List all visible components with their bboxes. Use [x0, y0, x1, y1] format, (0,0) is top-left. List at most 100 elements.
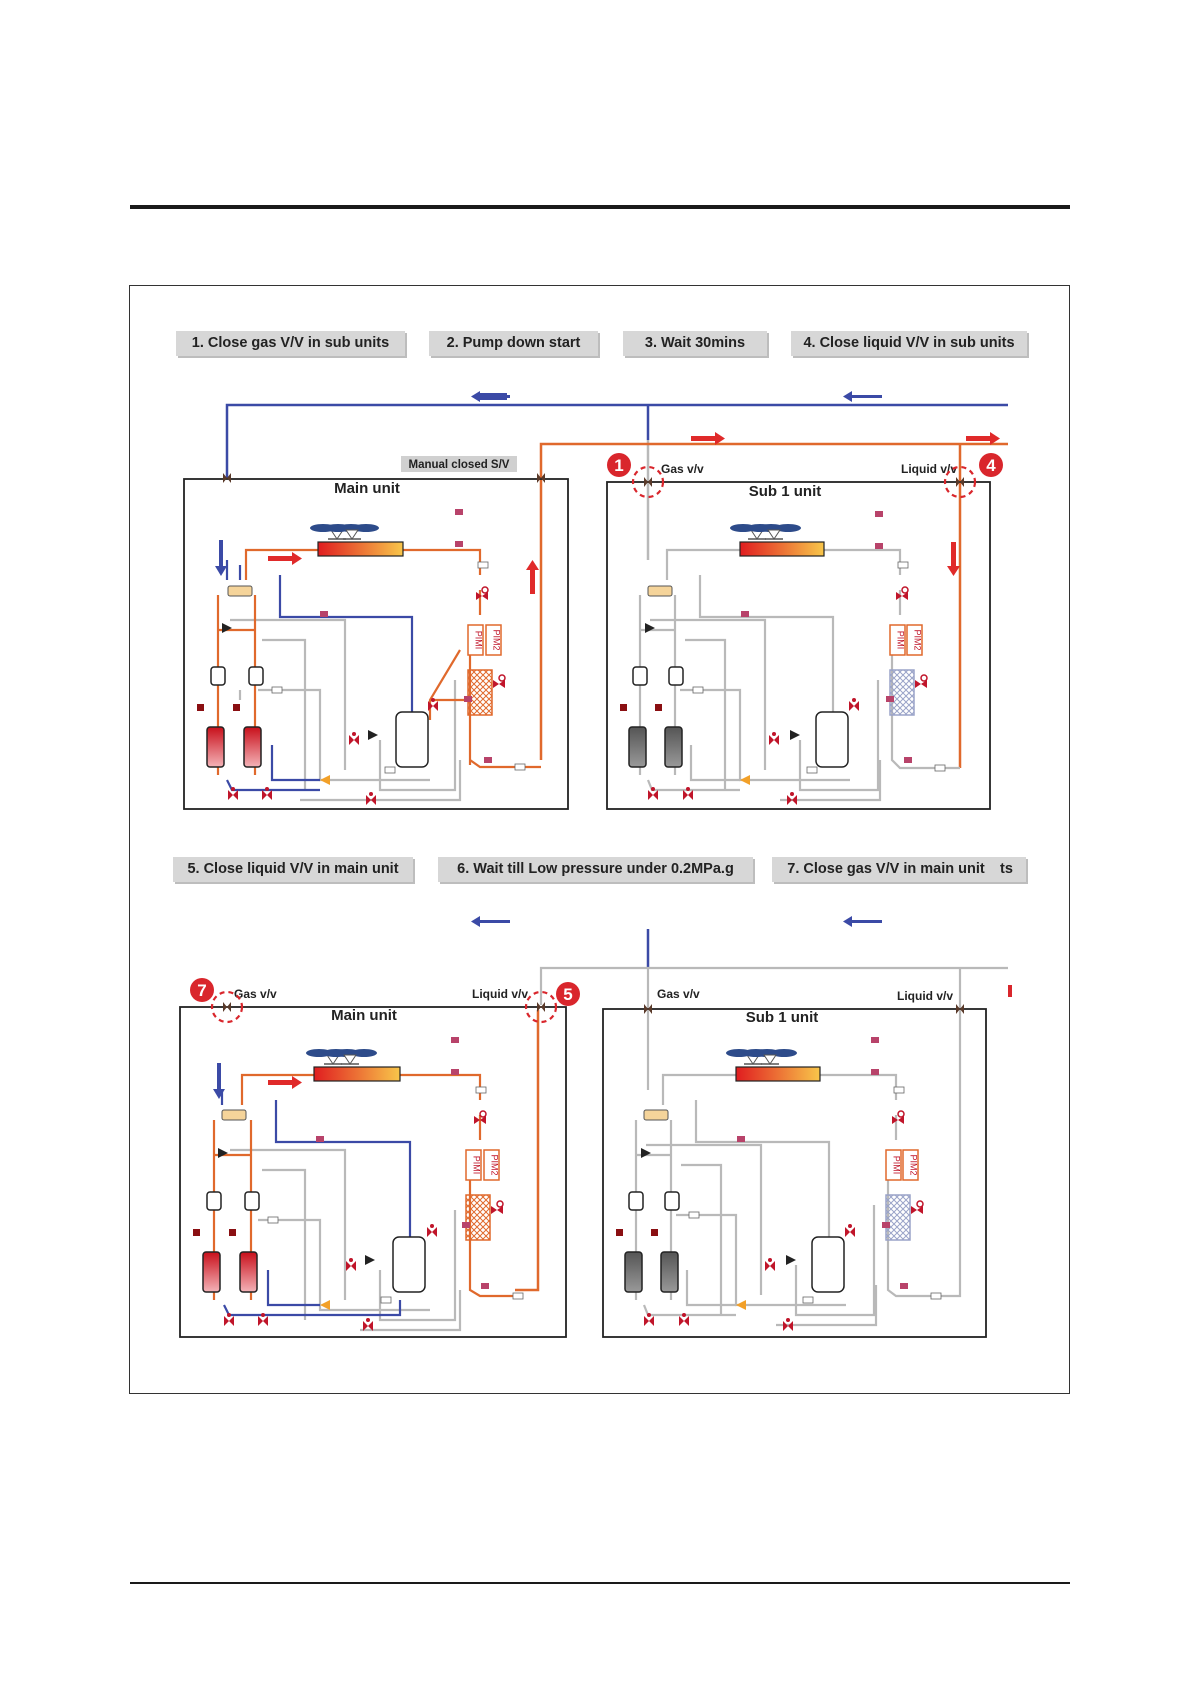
- step-marker-5: [556, 982, 580, 1006]
- bottom-sub-pim2-label: PIM2: [909, 1154, 919, 1175]
- step-5-label: 5. Close liquid V/V in main unit: [173, 857, 413, 882]
- bottom-sub-gas-vv-label: Gas v/v: [657, 987, 700, 1001]
- bottom-main-unit-box: [179, 1006, 567, 1338]
- top-sub-compressor-right: [664, 726, 683, 768]
- bottom-main-check2-icon: [365, 1255, 375, 1265]
- bottom-sub-valve-icon: [845, 1224, 855, 1237]
- top-main-pim2-label: PIM2: [492, 629, 502, 650]
- step-1-label: 1. Close gas V/V in sub units: [176, 331, 405, 356]
- top-sub-pim2-label: PIM2: [913, 629, 923, 650]
- bottom-sub-unit-box: [602, 1008, 987, 1338]
- bottom-sub-subcooler: [885, 1194, 911, 1241]
- bottom-main-pim2-box: [483, 1149, 500, 1181]
- top-main-check-icon: [222, 623, 232, 633]
- top-main-compressor-right: [243, 726, 262, 768]
- bottom-main-compressor-right: [239, 1251, 258, 1293]
- top-main-subcooler: [467, 669, 493, 716]
- top-main-expansion-icon: [320, 775, 330, 785]
- bottom-main-condenser: [313, 1066, 401, 1082]
- bottom-main-sv2-icon: [490, 1200, 504, 1215]
- bottom-main-pim1-label: PIMI: [472, 1156, 482, 1175]
- top-sub-pim1-box: [889, 624, 906, 656]
- top-red-arrows: [268, 432, 1000, 1089]
- footer-rule: [130, 1582, 1070, 1584]
- top-sub-valve2-icon: [769, 732, 779, 745]
- top-main-sv2-icon: [492, 674, 506, 689]
- top-main-check2-icon: [368, 730, 378, 740]
- step-4-label: 4. Close liquid V/V in sub units: [791, 331, 1027, 356]
- bottom-main-pim2-label: PIM2: [490, 1154, 500, 1175]
- bottom-main-4way-valve-icon: [221, 1109, 247, 1121]
- top-liquid-line: [539, 442, 1008, 768]
- top-main-unit-label: Main unit: [334, 480, 400, 497]
- bottom-sub-pim1-label: PIMI: [892, 1156, 902, 1175]
- bottom-main-valve-icon: [427, 1224, 437, 1237]
- bottom-main-unit-label: Main unit: [331, 1007, 397, 1024]
- top-main-condenser: [317, 541, 404, 557]
- bottom-sub-valve2-icon: [765, 1258, 775, 1271]
- bottom-sub-pim2-box: [902, 1149, 919, 1181]
- bottom-main-subcooler: [465, 1194, 491, 1241]
- bottom-liquid-line-active: [515, 1010, 540, 1292]
- bottom-main-valve2-icon: [346, 1258, 356, 1271]
- top-main-4way-valve-icon: [227, 585, 253, 597]
- bottom-main-compressor-left: [202, 1251, 221, 1293]
- top-main-valve2-icon: [349, 732, 359, 745]
- top-main-pim1-box: [467, 624, 484, 656]
- top-sub-pim2-box: [906, 624, 923, 656]
- top-sub-sep-left: [632, 666, 648, 686]
- bottom-sub-sep-left: [628, 1191, 644, 1211]
- bottom-blue-arrows: [471, 916, 882, 927]
- top-main-sensor-right: [233, 704, 240, 711]
- manual-closed-sv-bg: [401, 456, 517, 472]
- step-7-label: 7. Close gas V/V in main unit: [772, 857, 1000, 882]
- top-main-accumulator: [395, 711, 429, 768]
- bottom-sub-sv2-icon: [910, 1200, 924, 1215]
- bottom-sub-check2-icon: [786, 1255, 796, 1265]
- bottom-main-sensor-right: [229, 1229, 236, 1236]
- bottom-sub-pim1-box: [885, 1149, 902, 1181]
- top-sub-compressor-left: [628, 726, 647, 768]
- figure-frame: [129, 285, 1070, 1394]
- step-marker-7-text: 7: [197, 981, 206, 1000]
- step-marker-7: [190, 978, 214, 1002]
- bottom-sub-accumulator: [811, 1236, 845, 1293]
- bottom-main-sep-left: [206, 1191, 222, 1211]
- top-sub-sensor-right: [655, 704, 662, 711]
- step-marker-1-text: 1: [614, 456, 623, 475]
- bottom-main-expansion-icon: [320, 1300, 330, 1310]
- top-main-sv-icon: [475, 586, 489, 601]
- top-sub-accumulator: [815, 711, 849, 768]
- top-main-pim1-label: PIMI: [474, 631, 484, 650]
- top-main-sep-left: [210, 666, 226, 686]
- bottom-main-sep-right: [244, 1191, 260, 1211]
- bottom-sub-sv-icon: [891, 1110, 905, 1125]
- step-6-label: 6. Wait till Low pressure under 0.2MPa.g: [438, 857, 753, 882]
- top-sub-sv2-icon: [914, 674, 928, 689]
- top-sub-gas-vv-label: Gas v/v: [661, 462, 704, 476]
- bottom-sub-condenser: [735, 1066, 821, 1082]
- bottom-main-gas-vv-label: Gas v/v: [234, 987, 277, 1001]
- bottom-main-gas-highlight: [210, 990, 244, 1024]
- bottom-main-sensor-left: [193, 1229, 200, 1236]
- step-marker-1: [607, 453, 631, 477]
- top-main-valve5-icon: [366, 792, 376, 805]
- bottom-gas-line: [646, 929, 650, 968]
- top-main-sep-right: [248, 666, 264, 686]
- top-sub-valve5-icon: [787, 792, 797, 805]
- manual-closed-sv-label: Manual closed S/V: [409, 459, 510, 471]
- bottom-liquid-line-inactive: [539, 966, 1008, 1298]
- top-main-unit-box: [183, 478, 569, 810]
- top-sub-condenser: [739, 541, 825, 557]
- step-marker-5-text: 5: [563, 985, 572, 1004]
- clipped-edge-mark: [1008, 985, 1012, 997]
- top-sub-liquid-vv-label: Liquid v/v: [901, 462, 957, 476]
- top-sub-gas-highlight: [631, 465, 665, 499]
- bottom-sub-liquid-vv-label: Liquid v/v: [897, 989, 953, 1003]
- bottom-main-pim1-box: [465, 1149, 482, 1181]
- top-sub-unit-label: Sub 1 unit: [749, 483, 822, 500]
- top-sub-subcooler: [889, 669, 915, 716]
- bottom-sub-compressor-right: [660, 1251, 679, 1293]
- top-sub-4way-valve-icon: [647, 585, 673, 597]
